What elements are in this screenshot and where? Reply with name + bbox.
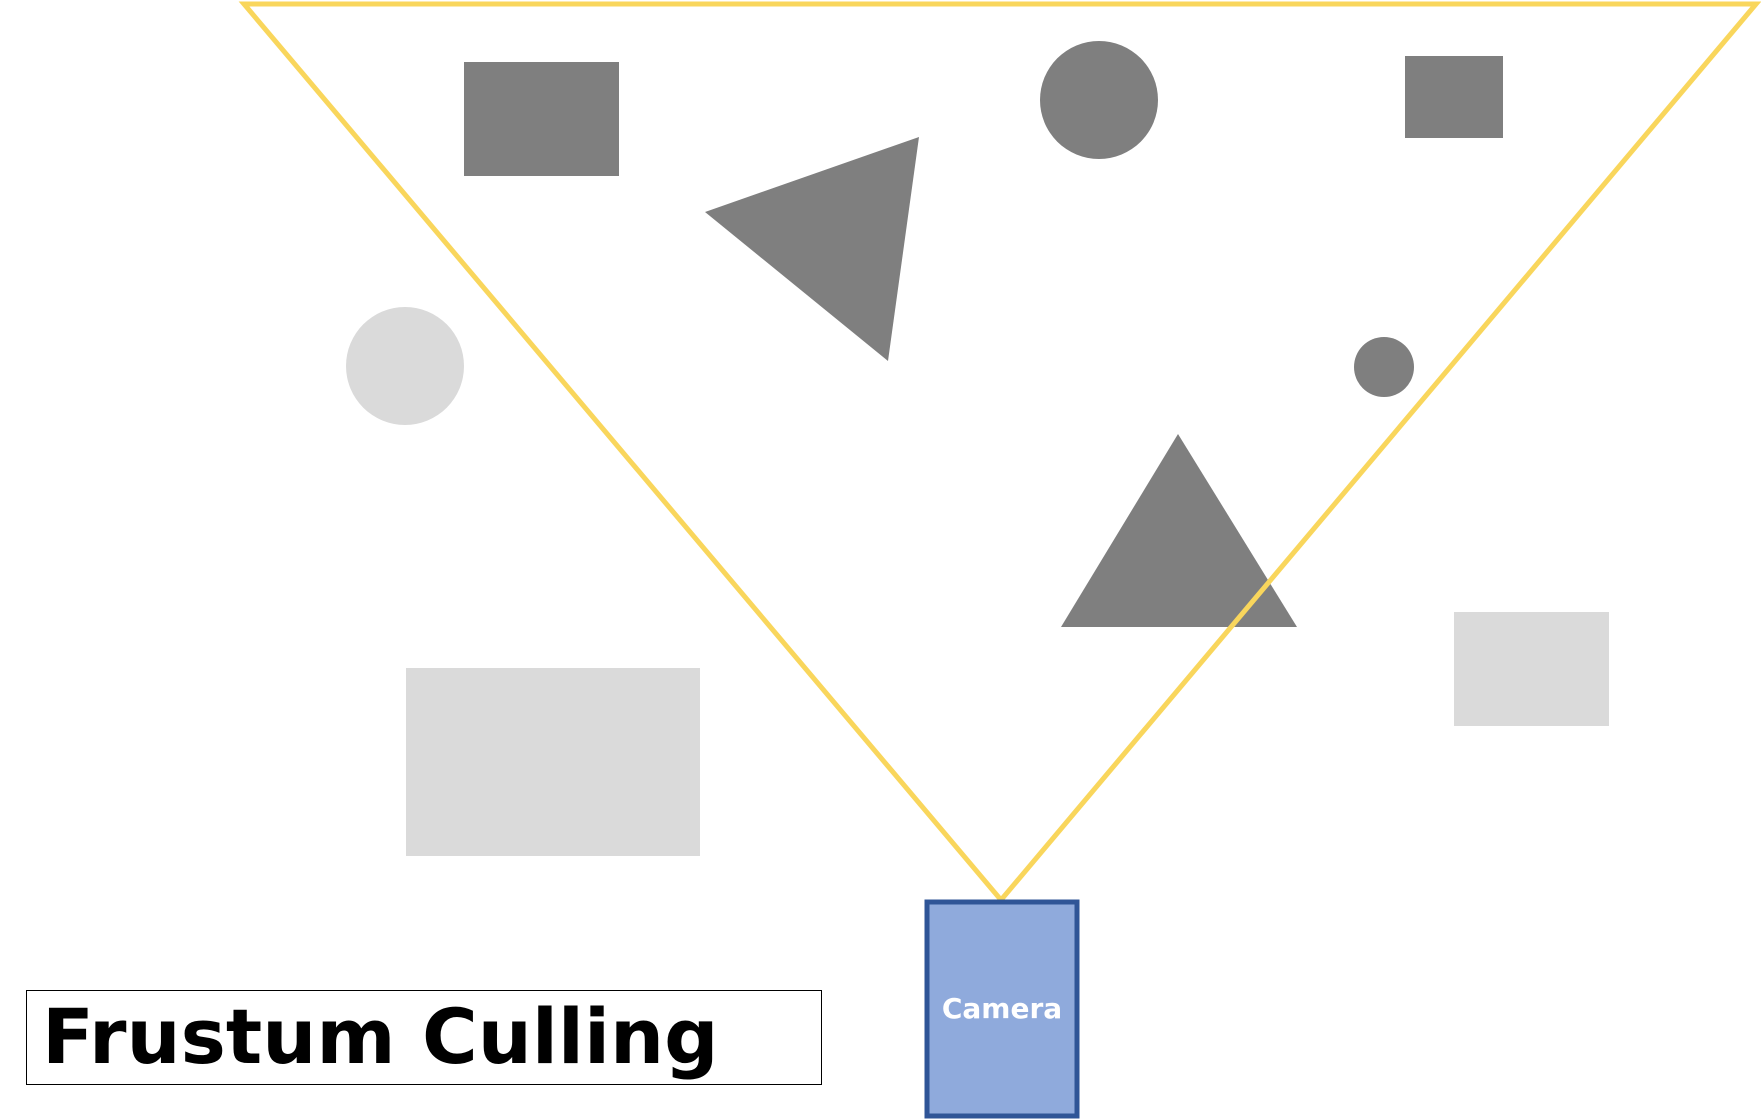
visible-rectangle-left [464,62,619,176]
intersecting-triangle [1061,434,1297,627]
title-box [26,990,822,1085]
culled-rectangle-large [406,668,700,856]
visible-rectangle-right [1405,56,1503,138]
camera-label: Camera [942,992,1062,1025]
camera: Camera [924,899,1080,1119]
culled-circle [346,307,464,425]
camera-body [924,899,1080,1119]
visible-circle-small [1354,337,1414,397]
culled-rectangle-small [1454,612,1609,726]
visible-circle-large [1040,41,1158,159]
view-frustum [238,1,1761,904]
visible-triangle-upper [705,137,919,361]
diagram-title: Frustum Culling [42,992,719,1081]
